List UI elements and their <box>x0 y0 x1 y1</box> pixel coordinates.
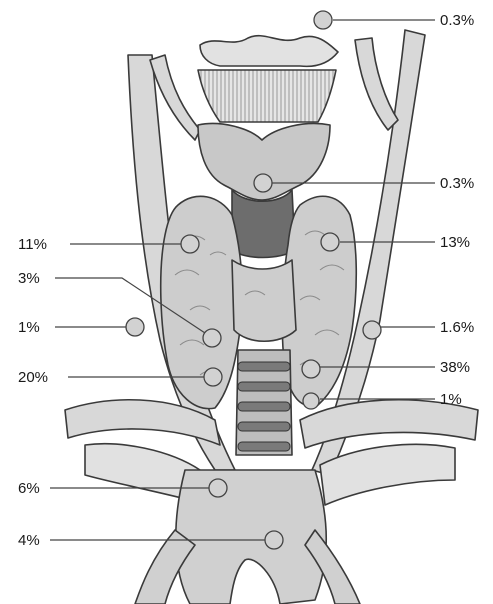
label-left-low: 20% <box>18 369 48 386</box>
thyroid-isthmus <box>232 260 296 341</box>
marker-right-low <box>302 360 320 378</box>
label-right-carotid: 1.6% <box>440 319 474 336</box>
marker-left-lower-lobe <box>203 329 221 347</box>
marker-pyramidal-lobe <box>254 174 272 192</box>
marker-left-mid <box>181 235 199 253</box>
anatomy-illustration <box>65 30 478 604</box>
label-trachea-side: 1% <box>440 391 462 408</box>
label-mediastinum-left: 6% <box>18 480 40 497</box>
marker-right-mid <box>321 233 339 251</box>
label-right-low: 38% <box>440 359 470 376</box>
marker-trachea-side <box>303 393 319 409</box>
label-pyramidal-lobe: 0.3% <box>440 175 474 192</box>
marker-mediastinum-low <box>265 531 283 549</box>
thyrohyoid-membrane <box>198 70 336 122</box>
label-left-carotid: 1% <box>18 319 40 336</box>
marker-left-low <box>204 368 222 386</box>
marker-top-right <box>314 11 332 29</box>
hyoid <box>200 36 338 67</box>
marker-mediastinum-left <box>209 479 227 497</box>
label-top-right: 0.3% <box>440 12 474 29</box>
mediastinum <box>176 470 326 604</box>
label-left-mid: 11% <box>18 236 47 253</box>
label-left-lower-lobe: 3% <box>18 270 40 287</box>
right-pleura <box>320 444 455 505</box>
label-mediastinum-low: 4% <box>18 532 40 549</box>
label-right-mid: 13% <box>440 234 470 251</box>
right-vessel-branch <box>355 38 398 130</box>
marker-left-carotid <box>126 318 144 336</box>
marker-right-carotid <box>363 321 381 339</box>
